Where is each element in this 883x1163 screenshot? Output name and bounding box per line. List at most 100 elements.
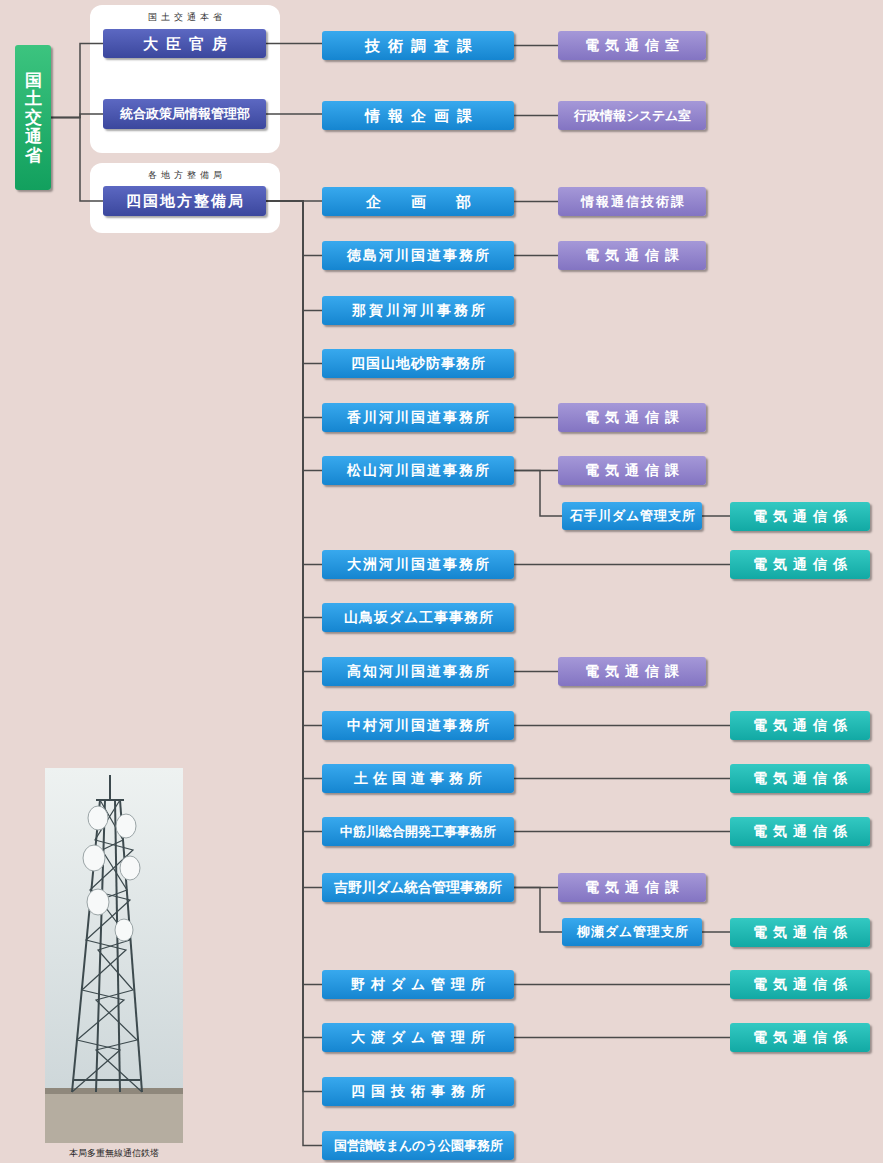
box-label: 柳瀬ダム管理支所 — [576, 924, 689, 940]
office-box: 吉野川ダム統合管理事務所 — [322, 873, 514, 902]
unit-box: 電気通信係 — [730, 764, 870, 793]
box-label: 企画部 — [336, 193, 501, 211]
org-connector — [514, 888, 562, 933]
section-box: 電気通信課 — [558, 456, 706, 485]
section-box: 行政情報システム室 — [558, 101, 706, 130]
photo-caption: 本局多重無線通信鉄塔 — [40, 1148, 188, 1159]
ministry-box: 国土交通省 — [15, 45, 51, 190]
section-box: 電気通信課 — [558, 657, 706, 686]
org-connector — [266, 201, 322, 832]
unit-box: 電気通信係 — [730, 1023, 870, 1052]
office-box: 四国山地砂防事務所 — [322, 349, 514, 378]
section-box: 電気通信課 — [558, 403, 706, 432]
box-label: 石手川ダム管理支所 — [569, 508, 696, 524]
org-connector — [514, 45, 558, 47]
org-connector — [266, 201, 322, 565]
box-label: 大渡ダム管理所 — [345, 1029, 491, 1046]
group-panel: 各地方整備局四国地方整備局 — [90, 163, 280, 233]
org-connector — [702, 515, 730, 517]
box-label: 電気通信係 — [747, 976, 853, 993]
box-label: 四国山地砂防事務所 — [350, 355, 486, 372]
box-label: 徳島河川国道事務所 — [345, 247, 491, 264]
office-box: 四国技術事務所 — [322, 1077, 514, 1106]
panel-heading: 各地方整備局 — [90, 169, 280, 182]
unit-box: 電気通信係 — [730, 817, 870, 846]
unit-box: 電気通信係 — [730, 711, 870, 740]
bureau-box: 大臣官房 — [103, 29, 266, 58]
box-label: 統合政策局情報管理部 — [120, 106, 250, 122]
office-box: 企画部 — [322, 187, 514, 216]
org-connector — [266, 201, 322, 1038]
box-label: 電気通信係 — [747, 1029, 853, 1046]
org-connector — [266, 201, 322, 985]
office-box: 那賀川河川事務所 — [322, 296, 514, 325]
org-connector — [514, 255, 558, 257]
box-label: 香川河川国道事務所 — [345, 409, 491, 426]
org-connector — [51, 44, 103, 118]
box-label: 中村河川国道事務所 — [345, 717, 491, 734]
box-label: 国営讃岐まんのう公園事務所 — [334, 1138, 503, 1154]
box-label: 四国技術事務所 — [345, 1083, 491, 1100]
office-box: 大洲河川国道事務所 — [322, 550, 514, 579]
org-connector — [266, 201, 322, 726]
bureau-box: 統合政策局情報管理部 — [103, 99, 266, 129]
org-connector — [514, 201, 558, 203]
org-connector — [266, 201, 322, 618]
box-label: 電気通信課 — [579, 409, 685, 426]
box-label: 高知河川国道事務所 — [345, 663, 491, 680]
org-connector — [266, 201, 322, 256]
box-label: 電気通信課 — [579, 247, 685, 264]
org-connector — [514, 984, 730, 986]
org-connector — [266, 201, 322, 1146]
office-box: 大渡ダム管理所 — [322, 1023, 514, 1052]
org-connector — [51, 118, 103, 202]
box-label: 山鳥坂ダム工事事務所 — [343, 609, 494, 626]
box-label: 野村ダム管理所 — [345, 976, 491, 993]
tower-dishes — [83, 806, 140, 941]
org-connector — [266, 201, 322, 418]
org-connector — [266, 201, 322, 311]
box-label: 電気通信係 — [747, 508, 853, 525]
box-label: 技術調査課 — [357, 37, 480, 55]
org-connector — [266, 201, 322, 888]
bureau-box: 四国地方整備局 — [103, 186, 266, 216]
box-label: 電気通信課 — [579, 879, 685, 896]
office-box: 徳島河川国道事務所 — [322, 241, 514, 270]
section-box: 電気通信課 — [558, 873, 706, 902]
org-connector — [514, 1037, 730, 1039]
box-label: 国土交通省 — [25, 71, 42, 164]
org-connector — [514, 417, 558, 419]
org-connector — [514, 778, 730, 780]
box-label: 松山河川国道事務所 — [345, 462, 491, 479]
org-connector — [266, 43, 322, 45]
org-connector — [266, 113, 322, 115]
org-connector — [514, 471, 562, 517]
office-box: 高知河川国道事務所 — [322, 657, 514, 686]
unit-box: 電気通信係 — [730, 502, 870, 531]
section-box: 情報通信技術課 — [558, 187, 706, 216]
box-label: 中筋川総合開発工事事務所 — [340, 824, 496, 840]
org-connector — [514, 725, 730, 727]
org-connector — [514, 564, 730, 566]
org-connector — [266, 201, 322, 1092]
org-connector — [702, 931, 730, 933]
unit-box: 電気通信係 — [730, 970, 870, 999]
tower-lattice — [72, 775, 142, 1092]
unit-box: 電気通信係 — [730, 918, 870, 947]
office-box: 情報企画課 — [322, 101, 514, 130]
box-label: 情報通信技術課 — [579, 194, 686, 210]
box-label: 情報企画課 — [357, 107, 480, 125]
panel-heading: 国土交通本省 — [90, 11, 280, 24]
photo-roof-edge — [45, 1088, 183, 1094]
box-label: 大臣官房 — [135, 35, 235, 53]
org-connector — [514, 115, 558, 117]
org-connector — [266, 201, 322, 672]
office-box: 石手川ダム管理支所 — [562, 502, 702, 530]
office-box: 中筋川総合開発工事事務所 — [322, 817, 514, 846]
office-box: 技術調査課 — [322, 31, 514, 60]
panel-ground — [90, 163, 280, 233]
office-box: 山鳥坂ダム工事事務所 — [322, 603, 514, 632]
org-connector — [266, 201, 322, 779]
box-label: 電気通信課 — [579, 462, 685, 479]
office-box: 柳瀬ダム管理支所 — [562, 918, 702, 946]
